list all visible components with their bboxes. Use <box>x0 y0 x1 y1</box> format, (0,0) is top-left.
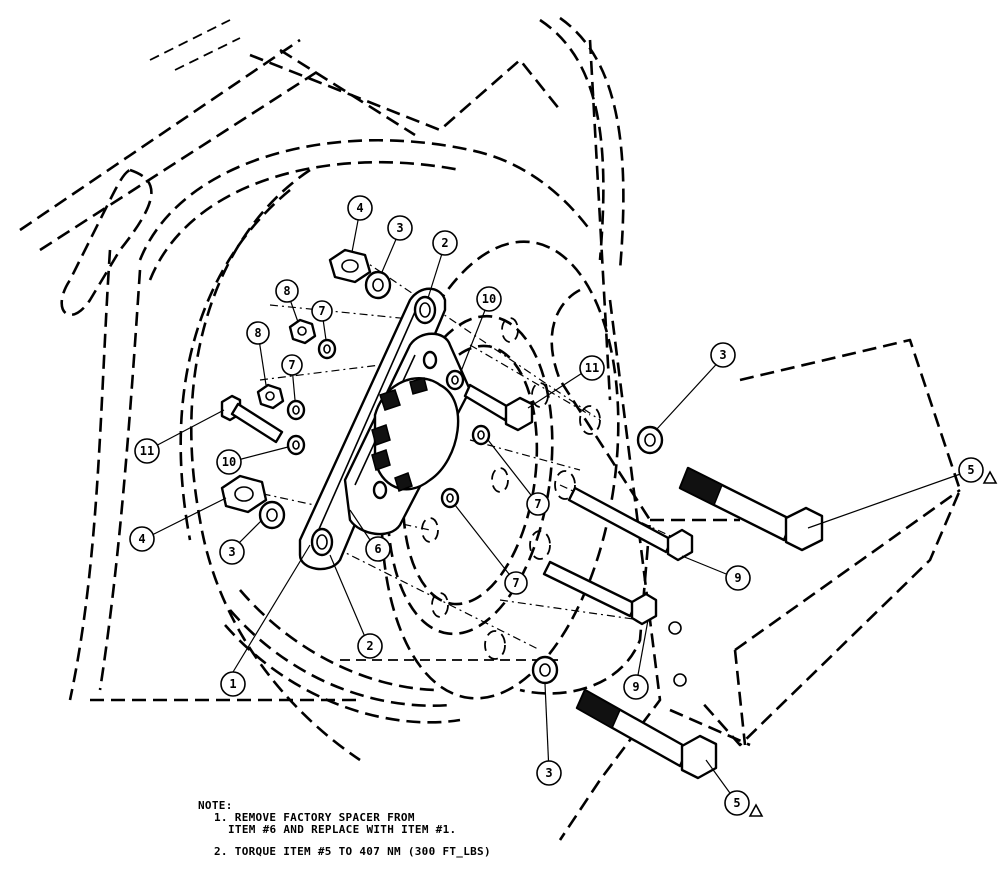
svg-text:5: 5 <box>967 463 974 477</box>
washer-item-10-a <box>445 369 465 391</box>
small-nut-item-8-b <box>256 383 285 410</box>
balloon-2-bottom: 2 <box>357 633 383 659</box>
balloon-10-left: 10 <box>216 449 242 475</box>
short-bolt-item-11-right <box>463 383 534 432</box>
svg-text:7: 7 <box>534 497 541 511</box>
svg-text:8: 8 <box>283 284 290 298</box>
note-1-line-2: ITEM #6 AND REPLACE WITH ITEM #1. <box>228 823 457 836</box>
balloon-7-right-lower: 7 <box>504 571 528 595</box>
balloon-1-bottom: 1 <box>220 671 246 697</box>
washer-item-10-b <box>286 434 306 456</box>
balloon-5-lower: 5 <box>724 790 750 816</box>
balloon-7-middle: 7 <box>281 354 303 376</box>
washer-item-3-b <box>258 500 286 530</box>
note-2: 2. TORQUE ITEM #5 TO 407 NM (300 FT_LBS) <box>214 845 491 858</box>
svg-text:3: 3 <box>228 545 235 559</box>
balloon-8-middle: 8 <box>246 321 270 345</box>
balloon-8-top: 8 <box>275 279 299 303</box>
svg-text:6: 6 <box>374 542 381 556</box>
svg-text:2: 2 <box>366 639 373 653</box>
large-nut-item-4-upper <box>328 248 372 284</box>
balloon-4-bottom: 4 <box>129 526 155 552</box>
parts <box>220 248 824 780</box>
small-nut-item-8-a <box>288 318 317 345</box>
svg-text:5: 5 <box>733 796 740 810</box>
svg-text:4: 4 <box>356 201 363 215</box>
long-bolt-item-9-lower <box>542 560 658 626</box>
balloon-10-top: 10 <box>476 286 502 312</box>
phantom-structure <box>19 16 962 841</box>
balloon-11-left: 11 <box>134 438 160 464</box>
svg-text:3: 3 <box>396 221 403 235</box>
balloon-3-top-left: 3 <box>387 215 413 241</box>
washer-item-7-b <box>286 399 306 421</box>
balloon-2-top: 2 <box>432 230 458 256</box>
svg-text:11: 11 <box>585 361 599 375</box>
svg-text:1: 1 <box>229 677 236 691</box>
svg-text:9: 9 <box>734 571 741 585</box>
revision-triangle-upper <box>982 470 998 484</box>
bracket-item-6 <box>343 332 472 536</box>
balloon-7-right-upper: 7 <box>526 492 550 516</box>
svg-text:9: 9 <box>632 680 639 694</box>
balloon-3-bottom-right: 3 <box>536 760 562 786</box>
svg-text:10: 10 <box>222 455 236 469</box>
large-bolt-item-5-lower <box>575 688 718 780</box>
balloon-3-top-right: 3 <box>710 342 736 368</box>
washer-item-3-d <box>531 655 559 685</box>
short-bolt-item-11-left <box>220 394 284 444</box>
long-bolt-item-9-upper <box>567 486 694 562</box>
svg-text:2: 2 <box>441 236 448 250</box>
balloon-6: 6 <box>365 536 391 562</box>
balloon-11-right: 11 <box>579 355 605 381</box>
washer-item-7-a <box>317 338 337 360</box>
balloon-4-top: 4 <box>347 195 373 221</box>
notes-heading: NOTE: <box>198 799 233 812</box>
balloon-7-top: 7 <box>311 300 333 322</box>
svg-text:3: 3 <box>545 766 552 780</box>
note-1-line-1: 1. REMOVE FACTORY SPACER FROM <box>214 811 415 824</box>
explode-centerlines <box>244 257 691 651</box>
washer-item-3-a <box>364 270 392 300</box>
svg-text:8: 8 <box>254 326 261 340</box>
svg-text:7: 7 <box>512 576 519 590</box>
washer-item-7-d <box>440 487 460 509</box>
svg-text:10: 10 <box>482 292 496 306</box>
balloon-9-upper: 9 <box>725 565 751 591</box>
svg-text:11: 11 <box>140 444 154 458</box>
svg-text:4: 4 <box>138 532 145 546</box>
revision-triangle-lower <box>748 803 764 817</box>
balloon-9-lower: 9 <box>623 674 649 700</box>
svg-text:3: 3 <box>719 348 726 362</box>
svg-text:7: 7 <box>288 358 295 372</box>
balloon-5-upper: 5 <box>958 457 984 483</box>
svg-text:7: 7 <box>318 304 325 318</box>
large-bolt-item-5-upper <box>678 466 824 552</box>
washer-item-3-c <box>636 425 664 455</box>
large-nut-item-4-lower <box>220 474 268 514</box>
washer-item-7-c <box>471 424 491 446</box>
balloon-3-bottom-left: 3 <box>219 539 245 565</box>
notes-block: NOTE: 1. REMOVE FACTORY SPACER FROM ITEM… <box>198 800 491 858</box>
